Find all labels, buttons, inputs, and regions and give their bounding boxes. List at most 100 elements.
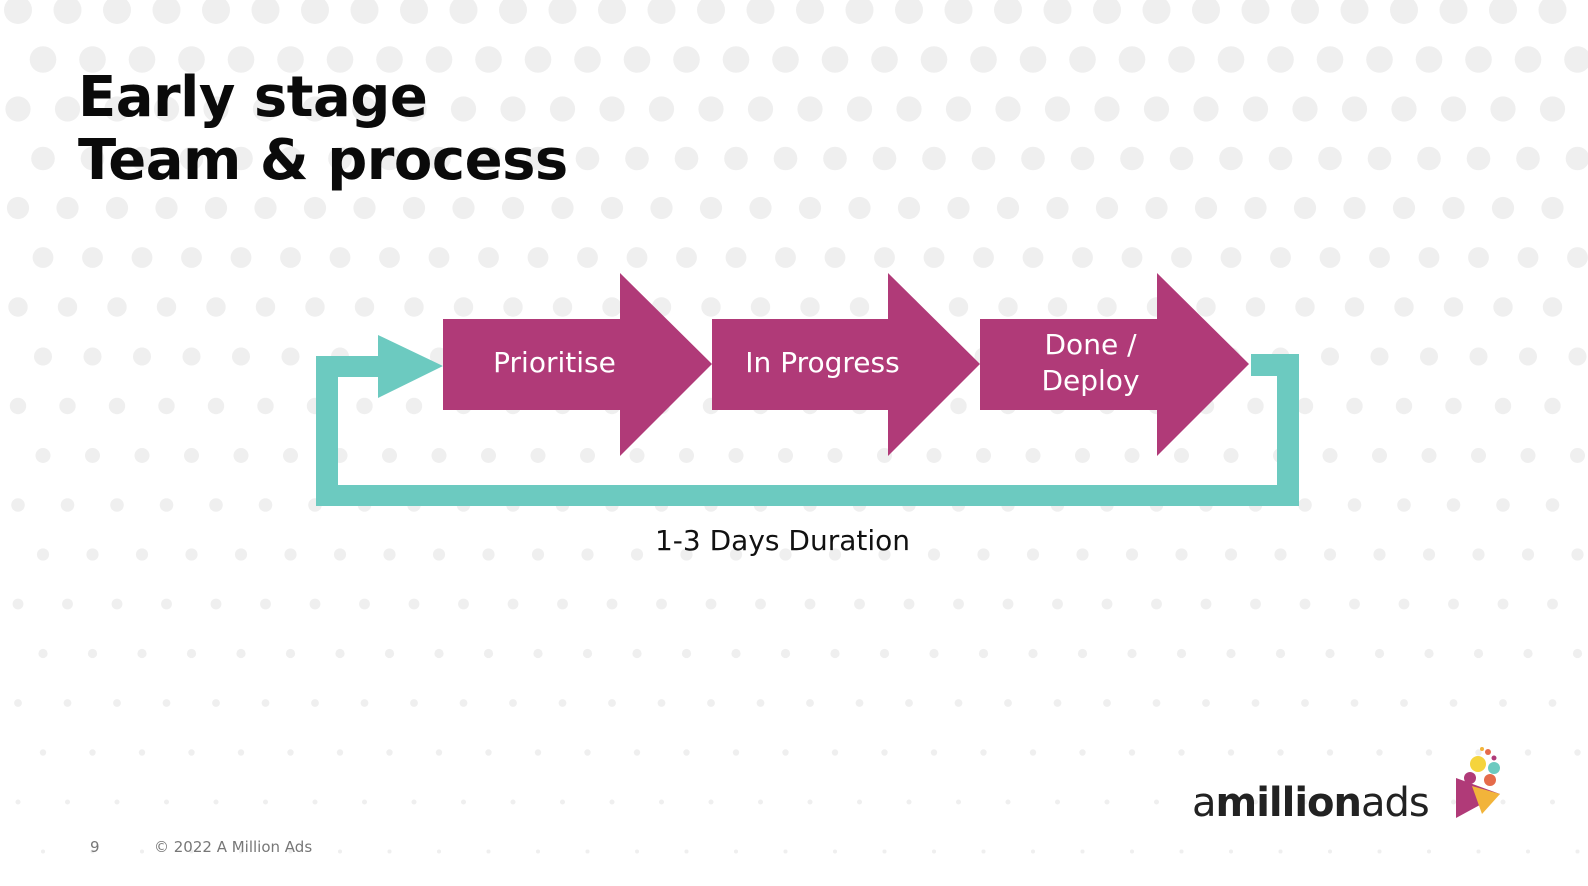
background-dot (1496, 498, 1510, 512)
background-dot (882, 849, 887, 854)
background-dot (329, 247, 351, 268)
background-dot (359, 598, 370, 610)
background-dot (897, 196, 921, 220)
background-dot (1445, 397, 1462, 415)
background-dot (1242, 96, 1269, 122)
background-dot (1352, 799, 1357, 805)
background-dot (1417, 146, 1441, 171)
background-dot (906, 799, 912, 805)
background-dot (137, 648, 147, 659)
background-dot (377, 146, 402, 171)
background-dot (680, 548, 693, 561)
background-dot (12, 598, 24, 610)
background-dot (1093, 0, 1121, 24)
background-dot (54, 96, 81, 122)
background-dot (258, 498, 273, 512)
background-dot (1169, 146, 1194, 171)
background-dot (335, 648, 345, 659)
background-dot (501, 196, 525, 220)
background-dot (1029, 749, 1037, 756)
background-dot (134, 448, 150, 463)
background-dot (824, 247, 846, 268)
background-dot (948, 297, 969, 317)
background-dot (229, 146, 253, 171)
background-dot (213, 799, 219, 805)
step-label-prioritise: Prioritise (452, 345, 657, 381)
background-dot (796, 0, 824, 24)
background-dot (379, 247, 400, 268)
background-dot (130, 146, 154, 171)
background-dot (5, 96, 31, 122)
background-dot (309, 598, 321, 610)
background-dot (1292, 96, 1318, 122)
background-dot (354, 297, 375, 317)
background-dot (1274, 548, 1287, 561)
background-dot (758, 799, 763, 805)
background-dot (560, 799, 565, 805)
background-dot (1101, 598, 1113, 610)
background-dot (1343, 196, 1366, 220)
background-dot (8, 297, 28, 317)
background-dot (4, 0, 32, 24)
background-dot (930, 749, 938, 756)
background-dot (387, 849, 392, 854)
background-dot (549, 96, 576, 122)
background-dot (1397, 498, 1411, 512)
background-dot (1523, 648, 1533, 659)
background-dot (184, 448, 199, 463)
background-dot (236, 648, 246, 659)
background-dot (1541, 196, 1564, 220)
background-dot (162, 699, 171, 707)
background-dot (210, 598, 222, 610)
background-dot (1176, 648, 1187, 659)
background-dot (775, 247, 796, 268)
background-dot (1224, 548, 1238, 561)
background-dot (1175, 548, 1188, 561)
background-dot (108, 397, 126, 415)
background-dot (1192, 0, 1220, 24)
background-dot (1097, 297, 1117, 317)
step-label-line: Deploy (1041, 364, 1140, 397)
background-dot (29, 46, 57, 73)
background-dot (625, 146, 649, 171)
background-dot (1069, 46, 1096, 73)
background-dot (1516, 146, 1540, 171)
background-dot (1318, 146, 1342, 171)
background-dot (756, 699, 765, 707)
background-dot (953, 598, 964, 610)
background-dot (1226, 648, 1236, 659)
background-dot (879, 648, 890, 659)
background-dot (458, 598, 469, 610)
background-dot (1080, 849, 1085, 854)
background-dot (926, 448, 942, 463)
background-dot (103, 0, 131, 24)
background-dot (1079, 749, 1086, 756)
background-dot (1443, 297, 1464, 317)
background-dot (435, 749, 443, 756)
background-dot (1270, 247, 1291, 268)
logo-text-ads: ads (1361, 780, 1430, 826)
background-dot (234, 548, 248, 561)
background-dot (476, 146, 501, 171)
background-dot (976, 448, 991, 463)
background-dot (128, 46, 156, 73)
background-dot (734, 849, 738, 854)
background-dot (1476, 849, 1481, 854)
background-dot (1154, 799, 1159, 805)
background-dot (1574, 749, 1581, 756)
background-dot (434, 648, 444, 659)
background-dot (1174, 448, 1189, 463)
step-label-line: Prioritise (493, 346, 616, 379)
background-dot (1095, 196, 1119, 220)
background-dot (1564, 46, 1588, 73)
background-dot (233, 448, 249, 463)
background-dot (581, 548, 594, 561)
background-dot (1350, 699, 1359, 707)
background-dot (973, 247, 994, 268)
background-dot (485, 749, 492, 756)
background-dot (530, 448, 546, 463)
background-dot (1203, 799, 1209, 805)
background-dot (1398, 598, 1410, 610)
background-dot (807, 799, 813, 805)
background-dot (981, 849, 986, 854)
